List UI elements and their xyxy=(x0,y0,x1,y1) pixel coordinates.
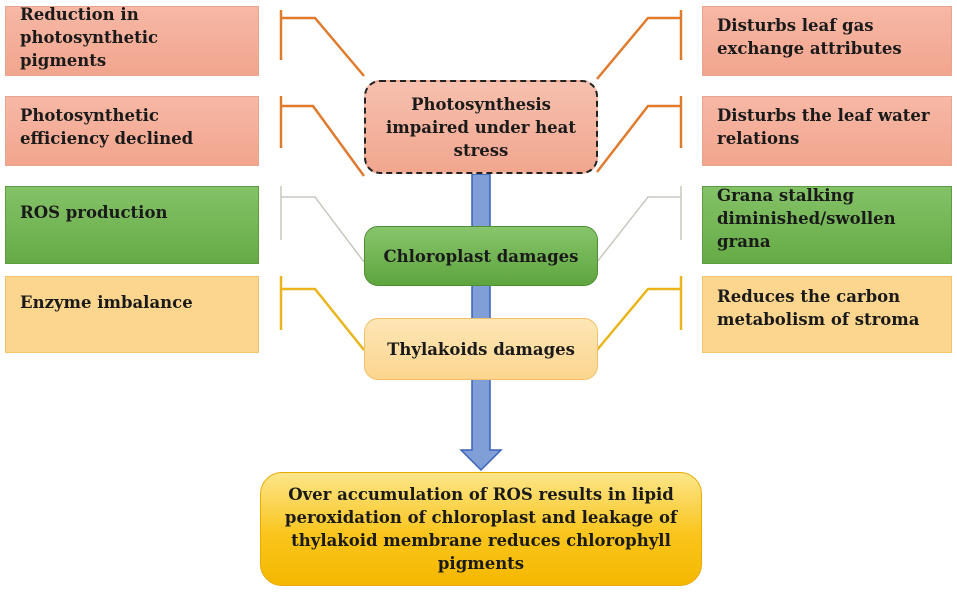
left-box-pigments: Reduction in photosynthetic pigments xyxy=(5,4,259,76)
thylakoids-damages-box: Thylakoids damages xyxy=(364,318,598,380)
right-box-grana: Grana stalking diminished/swollen grana xyxy=(702,186,952,264)
connector-right-2 xyxy=(596,96,683,173)
connector-left-3 xyxy=(280,186,365,263)
connector-right-4 xyxy=(596,276,683,351)
thylakoids-damages-text: Thylakoids damages xyxy=(387,339,575,359)
connector-right-1 xyxy=(596,10,683,80)
left-box-ros-text: ROS production xyxy=(20,202,168,222)
left-box-efficiency: Photosynthetic efficiency declined xyxy=(5,96,259,166)
right-box-gas-exchange: Disturbs leaf gas exchange attributes xyxy=(702,6,952,76)
connector-left-1 xyxy=(279,10,365,77)
left-box-enzyme-text: Enzyme imbalance xyxy=(20,293,193,312)
right-box-carbon-text: Reduces the carbon metabolism of stroma xyxy=(717,286,920,329)
right-box-gas-exchange-text: Disturbs leaf gas exchange attributes xyxy=(717,16,902,58)
connector-left-4 xyxy=(279,276,365,351)
left-box-pigments-text: Reduction in photosynthetic pigments xyxy=(20,4,159,70)
final-outcome-box: Over accumulation of ROS results in lipi… xyxy=(260,472,702,586)
chloroplast-damages-box: Chloroplast damages xyxy=(364,226,598,286)
chloroplast-damages-text: Chloroplast damages xyxy=(383,246,579,266)
connector-right-3 xyxy=(596,186,682,263)
right-box-carbon: Reduces the carbon metabolism of stroma xyxy=(702,276,952,353)
connector-left-2 xyxy=(279,96,366,177)
photosynthesis-impaired-box: Photosynthesis impaired under heat stres… xyxy=(364,80,598,174)
left-box-ros: ROS production xyxy=(5,186,259,264)
right-box-grana-text: Grana stalking diminished/swollen grana xyxy=(717,185,896,251)
final-outcome-text: Over accumulation of ROS results in lipi… xyxy=(284,485,678,573)
photosynthesis-impaired-text: Photosynthesis impaired under heat stres… xyxy=(386,94,576,160)
right-box-water-relations: Disturbs the leaf water relations xyxy=(702,96,952,166)
left-box-enzyme: Enzyme imbalance xyxy=(5,276,259,353)
right-box-water-relations-text: Disturbs the leaf water relations xyxy=(717,106,930,148)
left-box-efficiency-text: Photosynthetic efficiency declined xyxy=(20,106,194,148)
